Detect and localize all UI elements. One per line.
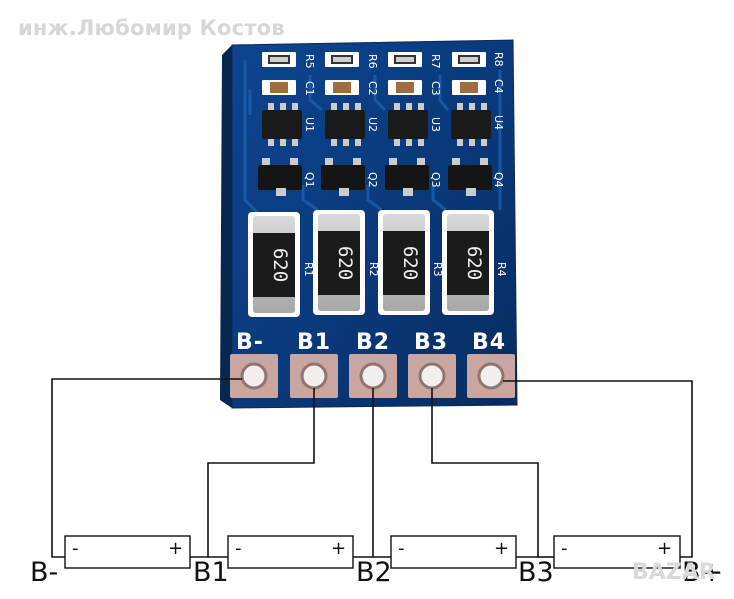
transistors (258, 158, 492, 196)
node-label-b1: B1 (193, 557, 229, 588)
cell-1-plus: + (168, 538, 184, 559)
ref-u2: U2 (366, 117, 379, 132)
ref-r4: R4 (495, 262, 508, 277)
capacitors (262, 80, 486, 95)
ref-u4: U4 (492, 115, 505, 130)
ref-r1: R1 (302, 262, 315, 277)
author-watermark: инж.Любомир Костов (18, 16, 285, 40)
resistor-code-3: 620 (399, 246, 421, 280)
pad-label-b2: B2 (356, 330, 391, 355)
cell-4-plus: + (657, 538, 673, 559)
node-label-b2: B2 (356, 557, 392, 588)
cell-4-minus: - (561, 538, 568, 559)
resistor-code-2: 620 (334, 246, 356, 280)
cell-1-minus: - (72, 538, 79, 559)
resistor-code-1: 620 (269, 248, 291, 282)
pad-label-b1: B1 (297, 330, 332, 355)
resistor-code-4: 620 (463, 246, 485, 280)
ref-c3: C3 (429, 81, 442, 96)
cell-2-minus: - (235, 538, 242, 559)
cell-3-minus: - (398, 538, 405, 559)
solder-pads (230, 354, 515, 398)
ref-r5: R5 (303, 54, 316, 69)
cell-2-plus: + (331, 538, 347, 559)
ref-q1: Q1 (303, 172, 316, 188)
wiring (51, 378, 693, 558)
ref-r6: R6 (366, 54, 379, 69)
corner-watermark: BAZAR (632, 560, 716, 585)
ic-chips (262, 103, 491, 146)
ref-c2: C2 (366, 81, 379, 96)
ref-q2: Q2 (366, 172, 379, 188)
small-resistors (262, 52, 486, 67)
battery-cells (64, 535, 681, 569)
ref-c4: C4 (492, 79, 505, 94)
pad-label-b-minus: B- (236, 330, 264, 355)
ref-r3: R3 (431, 262, 444, 277)
power-resistors (248, 210, 494, 317)
node-label-b-minus: B- (30, 557, 59, 588)
ref-r7: R7 (429, 54, 442, 69)
pad-label-b3: B3 (414, 330, 449, 355)
cell-3-plus: + (494, 538, 510, 559)
node-label-b-plus: B+ (682, 557, 724, 588)
ref-c1: C1 (303, 81, 316, 96)
ref-u3: U3 (429, 117, 442, 132)
ref-r8: R8 (492, 52, 505, 67)
ref-r2: R2 (367, 262, 380, 277)
ref-q4: Q4 (492, 172, 505, 188)
ref-q3: Q3 (429, 172, 442, 188)
ref-u1: U1 (303, 117, 316, 132)
node-label-b3: B3 (518, 557, 554, 588)
pad-label-b4: B4 (472, 330, 507, 355)
